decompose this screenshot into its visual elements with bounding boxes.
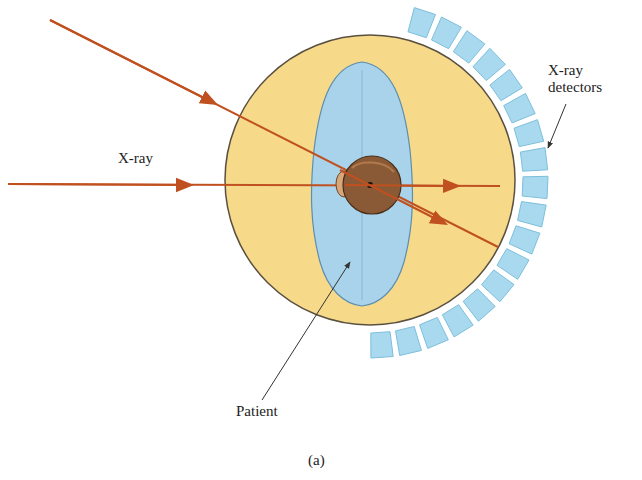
xray-detector [432, 17, 462, 49]
xray-beam [50, 20, 498, 247]
xray-beam [340, 170, 440, 221]
xray-detector [442, 305, 473, 337]
xray-detector [396, 327, 422, 356]
leader-line [262, 262, 350, 400]
xray-detector [463, 289, 495, 321]
detector-label: X-ray detectors [548, 62, 628, 97]
figure-caption: (a) [308, 452, 325, 469]
xray-detector [504, 93, 536, 123]
beam-label: X-ray [118, 150, 153, 167]
beam-arrow [8, 184, 185, 185]
xray-detector [371, 332, 393, 358]
xray-detector [514, 120, 544, 147]
head-shading [352, 162, 394, 172]
patient-body [312, 62, 413, 306]
patient-label: Patient [236, 403, 278, 420]
xray-detector [520, 148, 547, 172]
gantry-circle [225, 35, 515, 325]
xray-detector [518, 202, 547, 227]
leader-line [548, 104, 566, 148]
xray-detector [473, 48, 505, 80]
xray-detector [420, 317, 449, 348]
xray-detector [509, 226, 540, 254]
xray-detector [408, 8, 436, 38]
xray-beam [8, 184, 500, 186]
xray-beam [345, 185, 452, 186]
xray-detector [522, 176, 548, 198]
xray-detector [497, 249, 529, 280]
beam-arrow [50, 20, 210, 101]
xray-detector [490, 69, 522, 100]
